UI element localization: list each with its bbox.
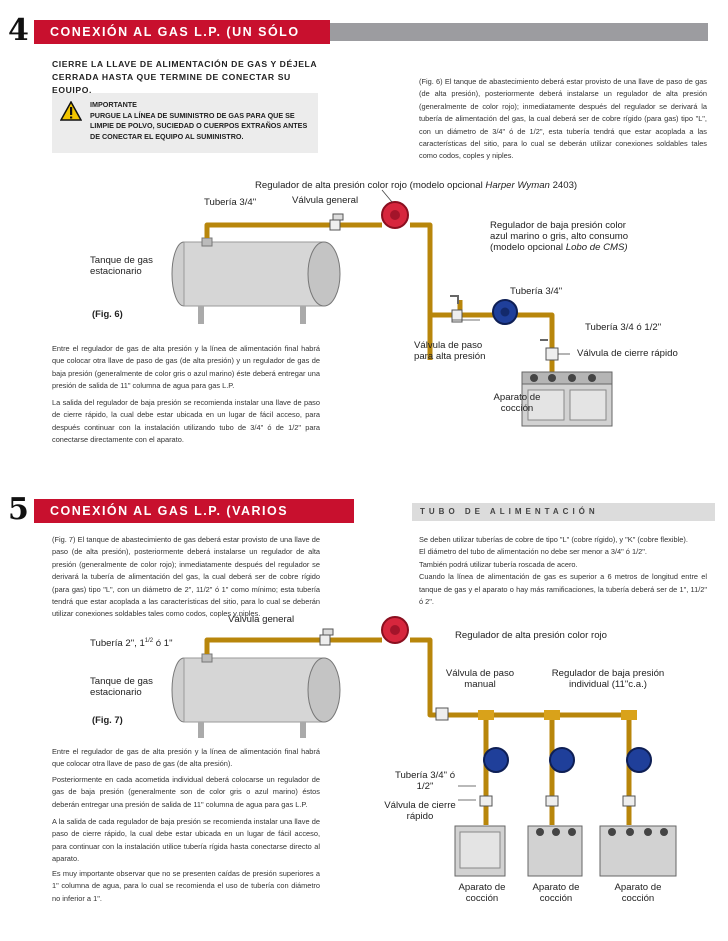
sec5-right-p1: Se deben utilizar tuberías de cobre de t…	[419, 535, 688, 544]
warning-box	[52, 93, 318, 153]
label7-tanque: Tanque de gas estacionario	[90, 676, 153, 698]
label7-aparato-3: Aparato de cocción	[614, 882, 662, 904]
valvula-manual-icon	[435, 707, 449, 721]
label-tuberia-b: Tubería 3/4"	[510, 286, 563, 297]
label-reg-baja: Regulador de baja presión color azul mar…	[490, 220, 640, 253]
gas-tank-illustration	[171, 653, 341, 738]
label-reg-baja-model: Lobo de CMS)	[565, 242, 628, 253]
tee-fittings	[478, 710, 637, 720]
label-valvula-general: Válvula general	[292, 195, 359, 206]
label7-aparato-1: Aparato de cocción	[458, 882, 506, 904]
label7-aparato-2: Aparato de cocción	[532, 882, 580, 904]
intro-instruction: CIERRE LA LLAVE DE ALIMENTACIÓN DE GAS Y…	[52, 59, 317, 95]
fig7-label: (Fig. 7)	[92, 714, 123, 725]
tubo-alimentacion-title: TUBO DE ALIMENTACIÓN	[412, 503, 715, 521]
section-number-5: 5	[8, 492, 29, 527]
label7-reg-baja: Regulador de baja presión individual (11…	[551, 668, 665, 690]
low-pressure-regulator-icon	[483, 747, 652, 773]
section-title-5: CONEXIÓN AL GAS L.P. (VARIOS EQUIPOS)	[34, 499, 354, 542]
label-reg-baja-text: Regulador de baja presión color azul mar…	[490, 220, 629, 253]
warning-body: PURGUE LA LÍNEA DE SUMINISTRO DE GAS PAR…	[90, 110, 308, 141]
sec5-paragraph-4: Es muy importante observar que no se pre…	[52, 869, 320, 903]
fig6-diagram	[171, 189, 613, 427]
label7-valvula-general: Válvula general	[228, 614, 295, 625]
valvula-general-icon	[319, 628, 334, 646]
sec5-paragraph-3: A la salida de cada regulador de baja pr…	[52, 817, 320, 864]
sec5-right-p4: Cuando la línea de alimentación de gas e…	[419, 572, 707, 607]
label-reg-alta: Regulador de alta presión color rojo (mo…	[255, 180, 577, 191]
section-title: CONEXIÓN AL GAS L.P. (UN SÓLO EQUIPO)	[34, 20, 330, 63]
label-tuberia-34-12: Tubería 3/4 ó 1/2"	[585, 322, 662, 333]
high-pressure-regulator-icon	[381, 616, 409, 644]
sec5-paragraph-1: Entre el regulador de gas de alta presió…	[52, 747, 320, 769]
label7-tuberia-sup: 1/2	[144, 638, 154, 644]
label7-valvula-cierre: Válvula de cierre rápido	[384, 800, 456, 822]
quick-valve-icon	[479, 795, 636, 807]
label-valvula-paso: Válvula de paso para alta presión	[414, 340, 486, 362]
valvula-general-icon	[329, 213, 344, 231]
fig6-label: (Fig. 6)	[92, 308, 123, 319]
cooking-appliance-illustration	[521, 371, 613, 427]
fig7-diagram	[171, 616, 677, 877]
divider-bar	[330, 23, 708, 41]
sec5-left-paragraph: (Fig. 7) El tanque de abastecimiento de …	[52, 535, 320, 619]
sec5-paragraph-2: Posteriormente en cada acometida individ…	[52, 775, 320, 809]
quick-valve-icon	[540, 339, 559, 361]
valve-icon	[450, 295, 463, 323]
sec5-right-p3: También podrá utilizar tubería roscada d…	[419, 559, 578, 569]
label7-tuberia-34-12: Tubería 3/4" ó 1/2"	[394, 770, 456, 792]
sec4-paragraph-1: Entre el regulador de gas de alta presió…	[52, 344, 320, 391]
gas-tank-illustration	[171, 237, 341, 324]
low-pressure-regulator-icon	[492, 299, 518, 325]
high-pressure-regulator-icon	[381, 201, 409, 229]
cooking-appliance-illustration	[454, 825, 677, 877]
label7-valvula-manual: Válvula de paso manual	[445, 668, 515, 690]
label-aparato: Aparato de cocción	[493, 392, 541, 414]
label-reg-alta-model: Harper Wyman	[485, 180, 550, 191]
sec5-right-text: Se deben utilizar tuberías de cobre de t…	[419, 534, 707, 608]
label-tanque: Tanque de gas estacionario	[90, 255, 153, 277]
label-valvula-cierre: Válvula de cierre rápido	[577, 348, 678, 359]
label7-tuberia-text: Tubería 2", 1	[90, 638, 145, 650]
warning-title: IMPORTANTE	[90, 100, 137, 109]
label7-tuberia-end: ó 1"	[153, 638, 173, 650]
label7-reg-alta: Regulador de alta presión color rojo	[455, 630, 607, 641]
label-reg-alta-text: Regulador de alta presión color rojo (mo…	[255, 180, 486, 191]
label-reg-alta-suffix: 2403)	[549, 180, 578, 191]
label7-tuberia: Tubería 2", 11/2 ó 1"	[90, 636, 173, 649]
sec5-right-p2: El diámetro del tubo de alimentación no …	[419, 547, 647, 557]
warning-icon	[60, 101, 82, 121]
fig6-description: (Fig. 6) El tanque de abastecimiento deb…	[419, 77, 707, 161]
section-number: 4	[8, 13, 29, 48]
sec4-paragraph-2: La salida del regulador de baja presión …	[52, 398, 320, 445]
label-tuberia: Tubería 3/4"	[204, 197, 257, 208]
warning-text: IMPORTANTE PURGUE LA LÍNEA DE SUMINISTRO…	[90, 100, 315, 142]
